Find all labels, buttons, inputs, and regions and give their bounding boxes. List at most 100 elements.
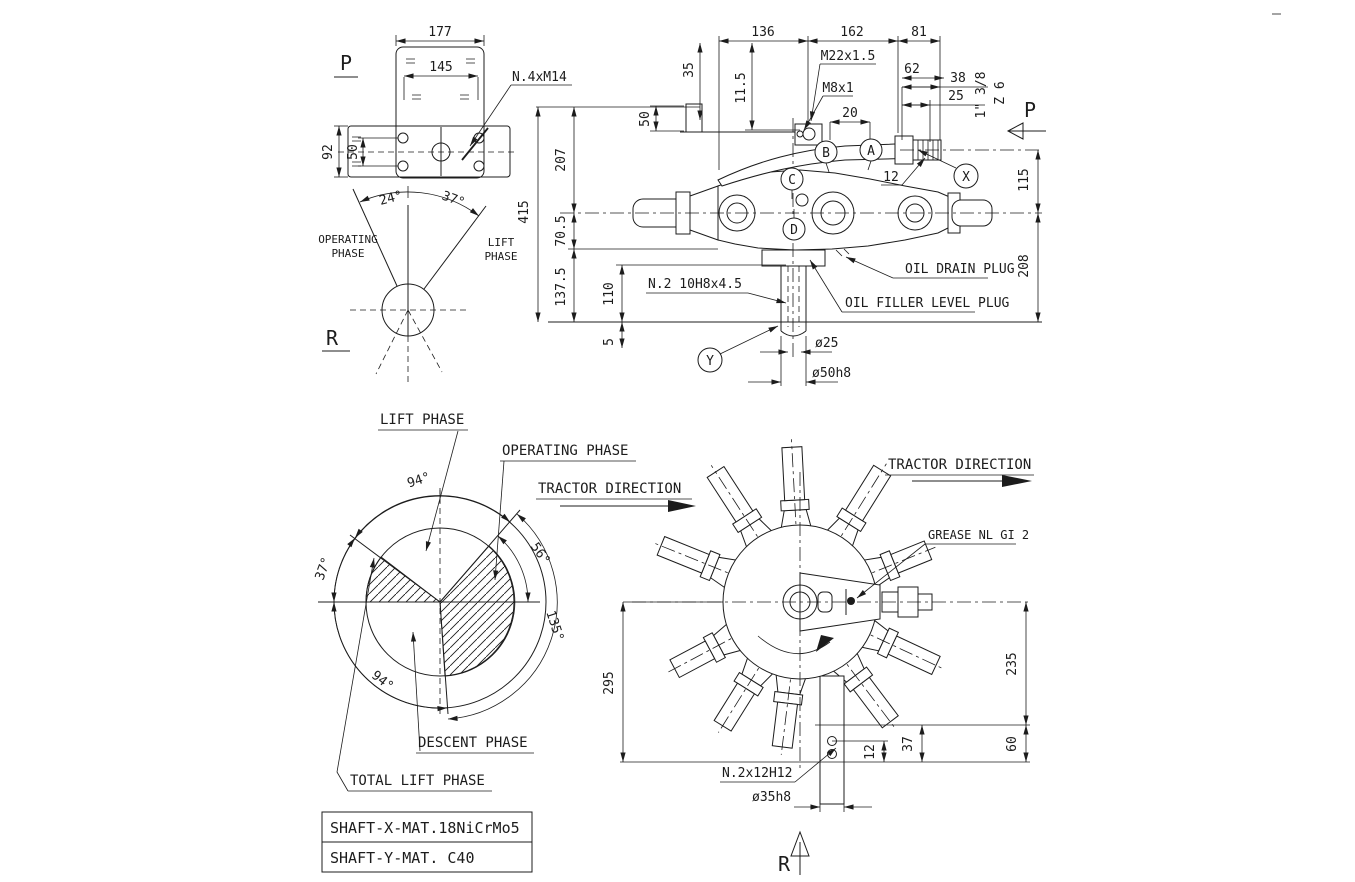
- vertical-shaft-boss: [761, 249, 826, 267]
- callout-c: C: [780, 167, 804, 199]
- descent-phase-label: DESCENT PHASE: [418, 735, 528, 751]
- dim-415: 415: [517, 200, 532, 223]
- operating-phase-line2: PHASE: [331, 247, 364, 260]
- lift-phase-label: LIFT PHASE: [380, 412, 464, 428]
- equal-marks: [352, 58, 475, 167]
- section-arrow-p-label: P: [1024, 98, 1036, 122]
- operating-phase-label: OPERATING PHASE: [502, 443, 628, 459]
- dim-162: 162: [840, 25, 863, 40]
- phase-fan-view: 24° 37° OPERATING PHASE LIFT PHASE R: [318, 186, 518, 382]
- angle-94-bottom: 94°: [368, 668, 396, 694]
- lift-sector-hatch: [439, 545, 516, 677]
- angle-24: 24°: [378, 188, 405, 209]
- rotation-arrow: [757, 635, 831, 654]
- view-label-p: P: [340, 51, 352, 75]
- angle-37-fan: 37°: [440, 189, 467, 211]
- dim-dia50: ø50h8: [812, 366, 851, 381]
- svg-text:A: A: [867, 144, 875, 159]
- lift-boundary-line: [423, 205, 487, 290]
- rotor-view: 295 235 60 37 12 N.2x12H12 ø35h8 TRACTOR…: [602, 439, 1034, 876]
- svg-text:Y: Y: [706, 354, 714, 369]
- dim-235: 235: [1005, 652, 1020, 675]
- dim-145: 145: [429, 60, 452, 75]
- thread-m8: M8x1: [822, 81, 853, 96]
- svg-text:C: C: [788, 173, 796, 188]
- lift-phase-line2: PHASE: [484, 250, 517, 263]
- dim-208: 208: [1017, 254, 1032, 277]
- tractor-direction-right-label: TRACTOR DIRECTION: [888, 457, 1031, 473]
- dim-60: 60: [1005, 736, 1020, 752]
- tractor-direction-right: TRACTOR DIRECTION: [885, 457, 1034, 487]
- svg-text:X: X: [962, 170, 970, 185]
- dim-25: 25: [948, 89, 964, 104]
- dim-110: 110: [602, 282, 617, 305]
- svg-text:D: D: [790, 223, 798, 238]
- angle-94-top: 94°: [405, 470, 432, 492]
- vertical-output-shaft: [780, 266, 807, 337]
- dim-12-rotor: 12: [863, 744, 878, 760]
- flange-holes-note: N.4xM14: [512, 70, 567, 85]
- lift-phase-line1: LIFT: [488, 236, 515, 249]
- dim-12-section: 12: [883, 170, 899, 185]
- dim-81: 81: [911, 25, 927, 40]
- phase-diagram: 94° 37° 56° 135° 94° LIFT PHASE OPERATIN…: [313, 412, 696, 792]
- material-row-shaft-x: SHAFT-X-MAT.18NiCrMo5: [330, 819, 520, 837]
- svg-text:B: B: [822, 146, 830, 161]
- operating-phase-line1: OPERATING: [318, 233, 378, 246]
- dim-dia35: ø35h8: [752, 790, 791, 805]
- dim-37: 37: [901, 736, 916, 752]
- dim-207: 207: [554, 148, 569, 171]
- bracket-holes-note: N.2x12H12: [722, 766, 792, 781]
- dim-177: 177: [428, 25, 451, 40]
- material-table: SHAFT-X-MAT.18NiCrMo5 SHAFT-Y-MAT. C40: [321, 811, 533, 873]
- grease-nipple: [847, 597, 855, 605]
- callout-d: D: [782, 209, 806, 241]
- angle-56: 56°: [527, 540, 553, 568]
- view-arrow-r: R: [778, 830, 810, 876]
- tractor-direction-left-label: TRACTOR DIRECTION: [538, 481, 681, 497]
- spline-size: 1" 3/8: [974, 72, 989, 119]
- dim-62: 62: [904, 62, 920, 77]
- dim-70-5: 70.5: [554, 215, 569, 246]
- m22-boss: [794, 123, 823, 146]
- dim-50-top: 50: [638, 111, 653, 127]
- tractor-direction-right-arrow: [1002, 475, 1032, 487]
- dim-295: 295: [602, 671, 617, 694]
- angle-135: 135°: [542, 609, 566, 643]
- dim-5: 5: [602, 338, 617, 346]
- oil-filler-label: OIL FILLER LEVEL PLUG: [845, 296, 1010, 311]
- oil-drain-label: OIL DRAIN PLUG: [905, 262, 1015, 277]
- oil-drain-plug: [835, 248, 850, 257]
- callout-b: B: [814, 140, 838, 173]
- section-arrow-p: P: [1006, 98, 1046, 140]
- spline-teeth: Z 6: [993, 81, 1008, 104]
- oil-filler-plug: [795, 193, 809, 207]
- thread-m22: M22x1.5: [821, 49, 876, 64]
- dim-35: 35: [682, 62, 697, 78]
- callout-x: X: [917, 149, 979, 189]
- dim-38: 38: [950, 71, 966, 86]
- gearbox-section-view: 136 162 81 35 11.5 50 M22x1.5 62 M8x1 20…: [517, 25, 1046, 386]
- dim-92: 92: [321, 144, 336, 160]
- tractor-direction-left: TRACTOR DIRECTION: [536, 481, 696, 512]
- dim-20: 20: [842, 106, 858, 121]
- gearbox-body-outline: [395, 46, 485, 179]
- tractor-direction-left-arrow: [668, 500, 696, 512]
- keyway-note: N.2 10H8x4.5: [648, 277, 742, 292]
- material-row-shaft-y: SHAFT-Y-MAT. C40: [330, 849, 475, 867]
- dim-11-5: 11.5: [734, 72, 749, 103]
- callout-a: A: [859, 138, 883, 171]
- dim-115: 115: [1017, 168, 1032, 191]
- dim-dia25: ø25: [815, 336, 838, 351]
- flange-view: P 177 145 92 50 N.4xM14: [321, 25, 572, 179]
- dim-136: 136: [751, 25, 774, 40]
- angle-37-left: 37°: [313, 555, 335, 582]
- center-bore: [431, 142, 451, 162]
- view-arrow-r-label: R: [778, 852, 791, 876]
- dim-50-flange: 50: [346, 144, 361, 160]
- callout-y: Y: [697, 325, 779, 373]
- bottom-bracket: [819, 675, 845, 805]
- view-label-r: R: [326, 326, 339, 350]
